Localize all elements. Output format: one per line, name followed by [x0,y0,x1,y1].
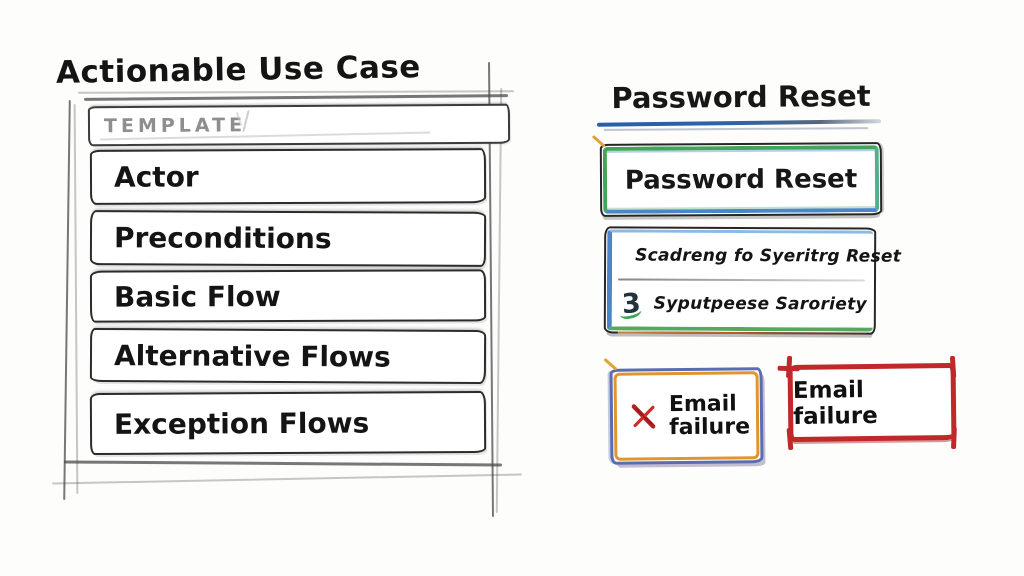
title-underline [596,119,882,127]
email-failure-line1: Email [668,391,737,418]
row-preconditions: Preconditions [89,210,487,267]
orange-corner-tick [591,134,606,148]
email-failure-box-red: Email failure [777,355,957,451]
row-basic-flow: Basic Flow [89,269,487,323]
email-failure-line2: failure [668,414,751,441]
row-exception-flows: Exception Flows [89,390,487,456]
frame-bottom-line-light [52,473,522,485]
template-label: TEMPLATE [103,114,247,138]
red-corner-tick-tr [949,355,957,379]
x-mark-icon [631,404,656,429]
red-corner-tick-br [951,426,957,450]
password-reset-box-inner: Password Reset [602,145,880,214]
email-failure-box-annotated: Email failure [603,357,764,465]
red-corner-tick-bl [786,427,794,451]
step-3-icon: 3 [620,287,642,320]
steps-box: Scadreng fo Syeritrg Reset 3 Syputpeese … [603,226,901,335]
row-actor: Actor [89,148,487,205]
email-failure-text: Email failure [668,391,751,441]
step-text-2: Syputpeese Saroriety [653,293,867,315]
frame-left-line [63,100,71,500]
use-case-title: Actionable Use Case [55,49,422,91]
email-failure-inner: Email failure [613,371,760,461]
template-header: TEMPLATE [87,103,511,147]
step-row-search: Scadreng fo Syeritrg Reset [612,232,901,279]
step-text-1: Scadreng fo Syeritrg Reset [635,245,902,267]
frame-top-line-light [77,90,515,94]
step-row-three: 3 Syputpeese Saroriety [612,280,873,327]
red-corner-tick-h [777,365,800,372]
orange-corner-tick-2 [603,357,618,371]
frame-top-line [83,94,509,101]
password-reset-box-label: Password Reset [624,163,858,196]
frame-left-line-light [73,103,79,495]
title-underline-shadow [603,127,869,131]
password-reset-title: Password Reset [611,78,871,116]
email-failure-red-text: Email failure [792,376,878,430]
frame-bottom-line [63,460,503,467]
steps-box-inner: Scadreng fo Syeritrg Reset 3 Syputpeese … [606,229,901,332]
row-alternative-flows: Alternative Flows [89,327,487,385]
frame-right-line-light [495,88,503,513]
password-reset-box: Password Reset [591,134,883,217]
